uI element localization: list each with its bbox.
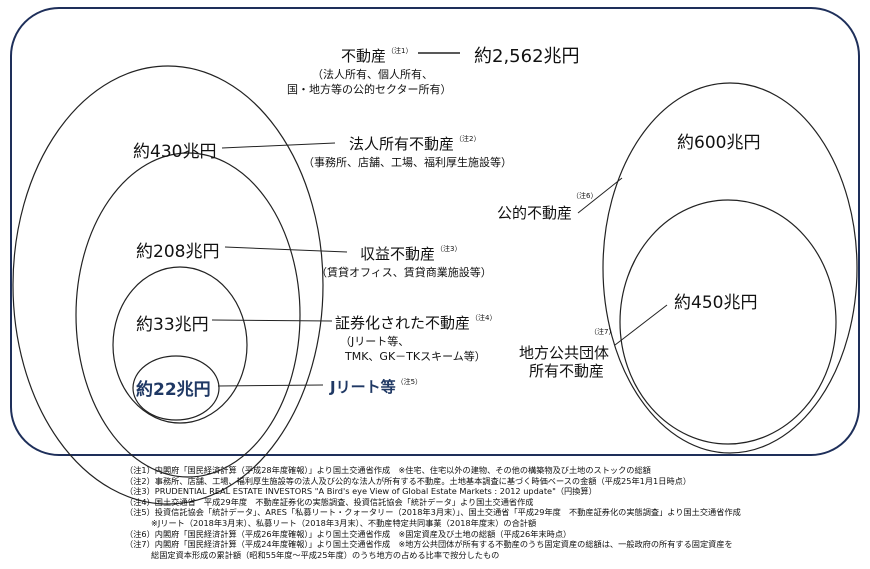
public-note: （注6） xyxy=(572,192,598,200)
jreit-label: Jリート等（注5） xyxy=(330,378,423,396)
income-leader xyxy=(224,246,348,253)
jreit-leader xyxy=(217,384,324,387)
local-label-1: 地方公共団体 xyxy=(519,344,610,362)
public-ellipse xyxy=(602,82,858,454)
footnote-4: （注4）国土交通省 平成29年度 不動産証券化の実態調査、投資信託協会「統計デー… xyxy=(125,496,534,507)
local-ellipse xyxy=(619,199,837,445)
total-label: 不動産（注1） xyxy=(341,47,413,65)
securitized-desc-2: TMK、GK－TKスキーム等） xyxy=(345,350,486,363)
local-value: 約450兆円 xyxy=(674,293,758,313)
corporate-ellipse xyxy=(12,65,324,505)
jreit-value: 約22兆円 xyxy=(136,380,211,400)
securitized-value: 約33兆円 xyxy=(136,315,209,335)
income-label: 収益不動産（注3） xyxy=(360,245,462,263)
public-leader xyxy=(577,177,623,214)
total-desc-1: （法人所有、個人所有、 xyxy=(312,68,433,81)
local-label-2: 所有不動産 xyxy=(529,362,605,380)
footnote-2: （注2）事務所、店舗、工場、福利厚生施設等の法人及び公的な法人が所有する不動産。… xyxy=(125,475,692,486)
footnote-5: （注5）投資信託協会「統計データ」、ARES「私募リート・クォータリー（2018… xyxy=(125,507,741,518)
footnotes: （注1）内閣府「国民経済計算（平成28年度確報）」より国土交通省作成 ※住宅、住… xyxy=(125,465,741,560)
footnote-1: （注1）内閣府「国民経済計算（平成28年度確報）」より国土交通省作成 ※住宅、住… xyxy=(125,465,651,475)
corporate-value: 約430兆円 xyxy=(133,142,217,162)
outer-frame xyxy=(10,7,860,456)
securitized-label: 証券化された不動産（注4） xyxy=(335,314,497,332)
footnote-6: （注6）内閣府「国民経済計算（平成26年度確報）」より国土交通省作成 ※固定資産… xyxy=(125,528,572,539)
income-value: 約208兆円 xyxy=(136,242,220,262)
income-ellipse xyxy=(75,152,301,478)
securitized-leader xyxy=(211,319,333,322)
footnote-5-sub: ※Jリート（2018年3月末）、私募リート（2018年3月末）、不動産特定共同事… xyxy=(151,517,537,528)
corporate-desc: （事務所、店舗、工場、福利厚生施設等） xyxy=(303,156,512,169)
corporate-label: 法人所有不動産（注2） xyxy=(349,135,481,153)
local-note: （注7） xyxy=(590,328,616,336)
securitized-desc-1: （Jリート等、 xyxy=(340,335,410,348)
public-label: 公的不動産 xyxy=(497,204,573,222)
jreit-ellipse xyxy=(132,355,220,421)
footnote-3: （注3）PRUDENTIAL REAL ESTATE INVESTORS "A … xyxy=(125,486,597,497)
public-value: 約600兆円 xyxy=(677,133,761,153)
securitized-ellipse xyxy=(112,266,248,424)
income-desc: （賃貸オフィス、賃貸商業施設等） xyxy=(316,266,492,279)
total-value: 約2,562兆円 xyxy=(474,46,580,67)
footnote-7: （注7）内閣府「国民経済計算（平成24年度確報）」より国土交通省作成 ※地方公共… xyxy=(125,539,733,550)
local-leader xyxy=(614,304,668,346)
total-desc-2: 国・地方等の公的セクター所有） xyxy=(287,83,452,96)
corporate-leader xyxy=(221,142,336,149)
footnote-7-sub: 総固定資本形成の累計額（昭和55年度～平成25年度）のうち地方の占める比率で按分… xyxy=(151,549,500,560)
